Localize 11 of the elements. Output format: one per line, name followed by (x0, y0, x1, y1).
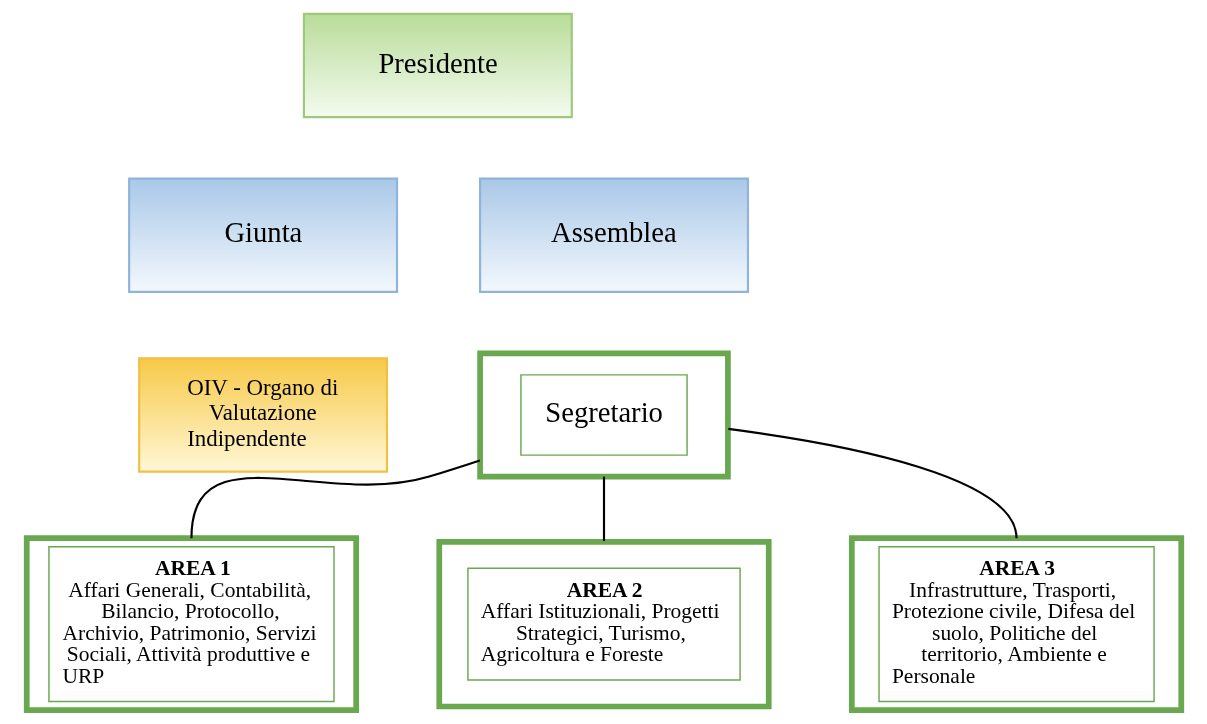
node-box: Presidente (302, 12, 573, 119)
node-box: Giunta (127, 177, 398, 293)
node-box: AREA 1 Affari Generali, Contabilità, Bilancio, Protocollo, Archivio, Patrimonio, Servizi Sociali, Attività produttive e URP (23, 535, 359, 713)
node-box: AREA 3 Infrastrutture, Trasporti, Protezione civile, Difesa del suolo, Politiche del territorio, Ambiente e Personale (848, 535, 1184, 713)
connector (727, 427, 1018, 539)
node-box: Assemblea (478, 177, 749, 293)
node-box: Segretario (476, 350, 731, 480)
connector (189, 459, 480, 539)
node-box: OIV - Organo di Valutazione Indipendente (137, 357, 388, 473)
connector (602, 476, 605, 542)
node-box: AREA 2 Affari Istituzionali, Progetti Strategici, Turismo, Agricoltura e Foreste (435, 538, 772, 710)
